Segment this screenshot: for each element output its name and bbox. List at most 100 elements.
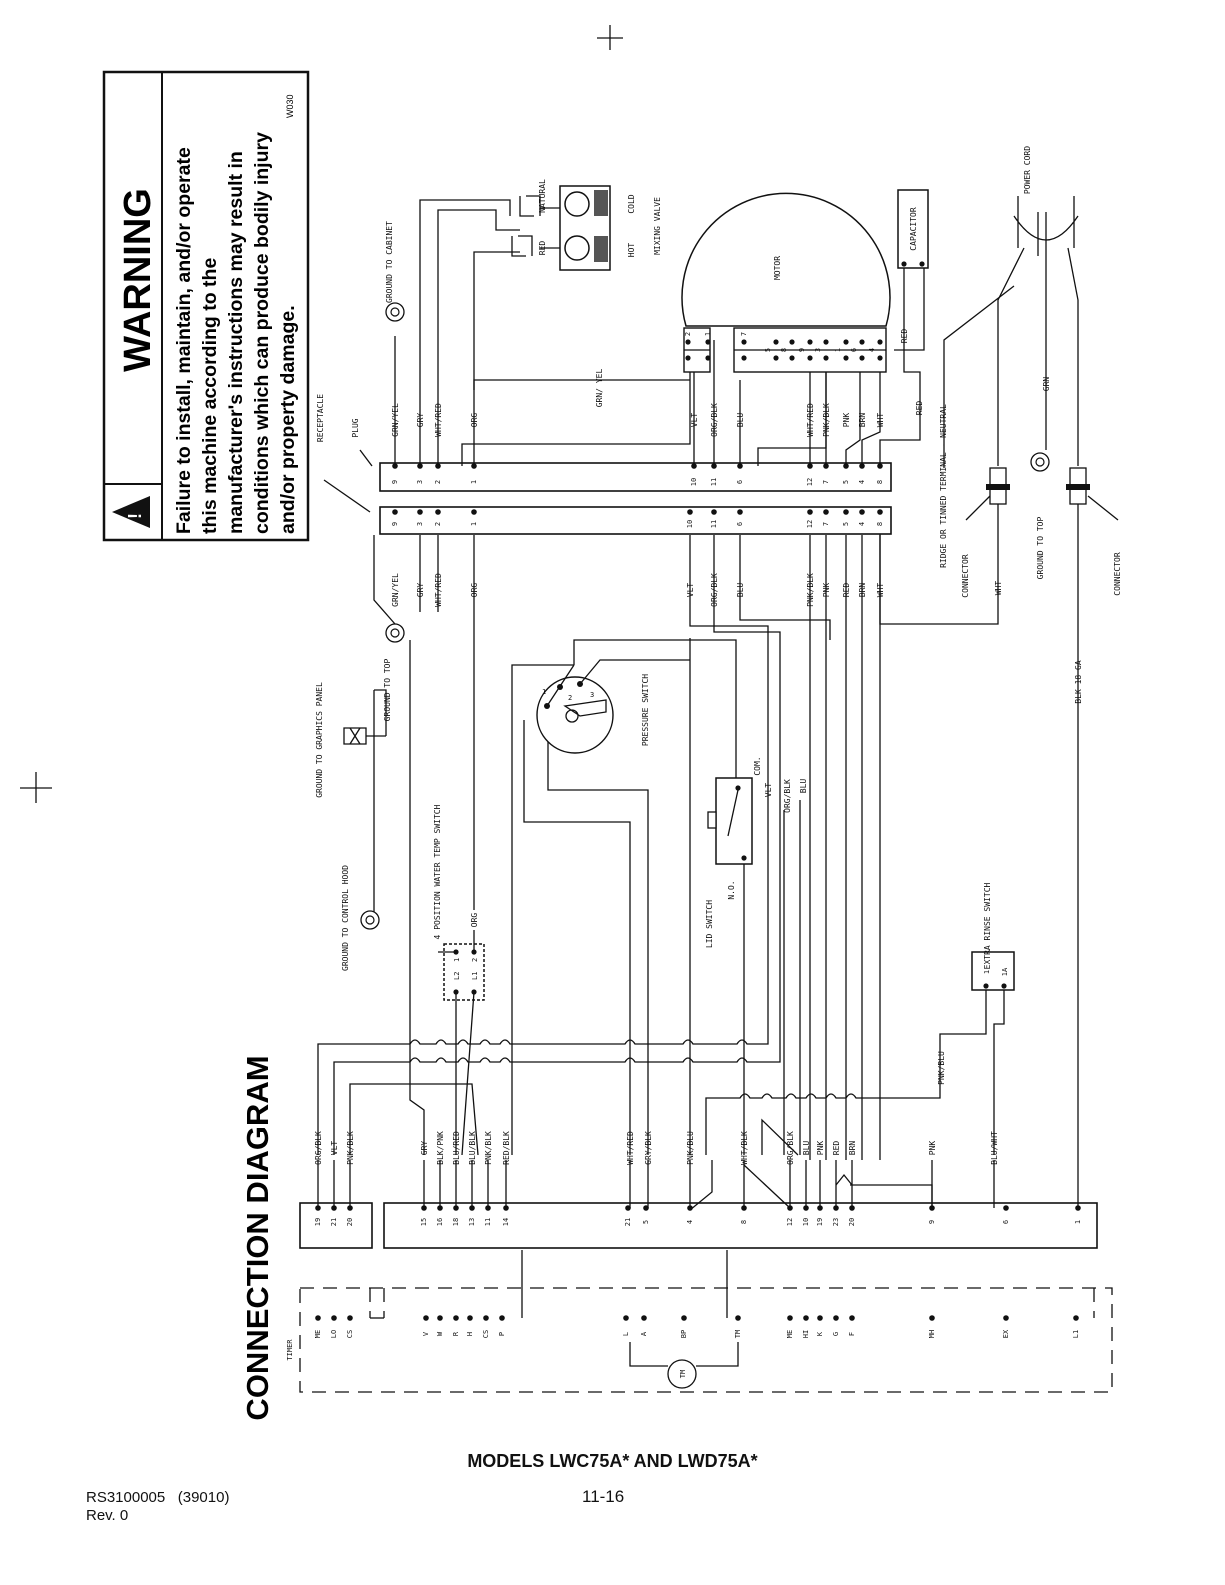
connector-pin-label: 8 (740, 1220, 748, 1224)
motor-terminal-dot (859, 355, 865, 361)
pressure-terminal-2: 2 (568, 694, 572, 702)
receptacle-wire-label: BLU (736, 583, 745, 598)
valve-natural-label: NATURAL (538, 179, 547, 213)
timer-terminal-label: W (436, 1331, 444, 1336)
connector-pin-label: 9 (928, 1220, 936, 1224)
motor-terminal-label: 1 (834, 348, 842, 352)
timer-terminal-label: H (466, 1332, 474, 1336)
timer-terminal-label: F (848, 1332, 856, 1336)
plug-pin-label: 12 (806, 478, 814, 486)
ground-top-right-label: GROUND TO TOP (1036, 517, 1045, 580)
receptacle-pin-label: 11 (710, 520, 718, 528)
warning-line-3: manufacturer's instructions may result i… (225, 151, 247, 534)
motor-terminal-dot (877, 339, 883, 345)
receptacle-pin-label: 9 (391, 522, 399, 526)
connector-pin-label: 5 (642, 1220, 650, 1224)
motor-terminal-dot (773, 339, 779, 345)
timer-terminal-label: P (498, 1332, 506, 1336)
lid-switch: COM. N.O. LID SWITCH VLT ORG/BLK BLU (705, 756, 808, 1155)
timer-terminal-label: ME (786, 1330, 794, 1338)
receptacle-pin-label: 4 (858, 522, 866, 526)
plug-wire-label: BRN (858, 413, 867, 428)
valve-coil-icon-2 (564, 235, 590, 261)
motor-terminal-dot (741, 339, 747, 345)
rinse-terminal-1a: 1A (1001, 967, 1009, 976)
connector-pin-label: 23 (832, 1218, 840, 1226)
timer-terminal-dot (929, 1315, 935, 1321)
plug-pin-label: 10 (690, 478, 698, 486)
document-code: RS3100005 (39010) (86, 1489, 230, 1506)
svg-text:!: ! (125, 513, 145, 519)
extra-rinse-label: EXTRA RINSE SWITCH (983, 882, 992, 969)
ground-graphics-label: GROUND TO GRAPHICS PANEL (315, 682, 324, 798)
plug-pin-label: 7 (822, 480, 830, 484)
connector-pin-label: 21 (330, 1218, 338, 1226)
motor-terminal-dot (843, 339, 849, 345)
timer-wire-label: BRN (848, 1141, 857, 1156)
motor-terminal-dot (773, 355, 779, 361)
motor-terminal-dot (789, 339, 795, 345)
receptacle-pin-dot (711, 509, 717, 515)
lid-orgblk-label: ORG/BLK (783, 779, 792, 813)
timer-terminal-dot (347, 1315, 353, 1321)
lid-blu-label: BLU (799, 779, 808, 794)
timer-terminal-dot (315, 1315, 321, 1321)
motor-terminal-label: 7 (740, 332, 748, 336)
connector-pin-label: 19 (816, 1218, 824, 1226)
motor-terminal-dot (843, 355, 849, 361)
receptacle-pin-dot (687, 509, 693, 515)
receptacle-pin-dot (807, 509, 813, 515)
motor-red-label-2: RED (915, 401, 924, 416)
timer-terminal-label: MH (928, 1330, 936, 1338)
connector-pin-label: 1 (1074, 1220, 1082, 1224)
receptacle-wire-label: BRN (858, 583, 867, 598)
upper-wiring (394, 199, 925, 466)
receptacle-wire-label: RED (842, 583, 851, 598)
timer-wire-label: BLK/PNK (436, 1131, 445, 1165)
receptacle-wire-label: PNK/BLK (806, 573, 815, 607)
plug-pin-label: 9 (391, 480, 399, 484)
receptacle-pin-dot (392, 509, 398, 515)
timer-terminal-dot (817, 1315, 823, 1321)
timer-terminal-dot (787, 1315, 793, 1321)
timer-terminal-label: R (452, 1331, 460, 1336)
receptacle-pin-dot (823, 509, 829, 515)
timer-wire-label: PNK (928, 1141, 937, 1156)
connector-pin-label: 16 (436, 1218, 444, 1226)
timer-terminal-dot (641, 1315, 647, 1321)
timer-terminal-label: CS (482, 1330, 490, 1338)
warning-triangle-icon: ! (112, 496, 150, 528)
plug-pin-label: 4 (858, 480, 866, 484)
motor-terminal-label: 3 (814, 348, 822, 352)
receptacle-route (689, 612, 769, 640)
motor-terminal-label: 4 (868, 348, 876, 352)
plug-pin-label: 3 (416, 480, 424, 484)
timer-terminal-dot (437, 1315, 443, 1321)
warning-line-1: Failure to install, maintain, and/or ope… (173, 147, 195, 534)
ground-cabinet: GROUND TO CABINET (385, 221, 405, 322)
receptacle-pin-dot (417, 509, 423, 515)
plug-wire-label: PNK (842, 413, 851, 428)
valve-coil-icon (564, 191, 590, 217)
connector-pin-label: 20 (346, 1218, 354, 1226)
plug-pin-label: 1 (470, 480, 478, 484)
connector-left-label: CONNECTOR (961, 554, 970, 598)
timer-terminal-dot (467, 1315, 473, 1321)
pressure-switch-label: PRESSURE SWITCH (641, 674, 650, 746)
timer-terminal-label: ME (314, 1330, 322, 1338)
motor-terminal-dot (705, 355, 711, 361)
plug-pin-label: 8 (876, 480, 884, 484)
motor-label: MOTOR (773, 256, 782, 280)
receptacle-route (739, 612, 831, 640)
receptacle-pin-dot (737, 509, 743, 515)
pressure-switch: 1 2 3 PRESSURE SWITCH (536, 639, 737, 778)
connector-pin-label: 10 (802, 1218, 810, 1226)
graphics-panel-clip-icon (343, 727, 367, 745)
receptacle-wire-label: PNK (822, 583, 831, 598)
rinse-pnkblu-label: PNK/BLU (937, 1051, 946, 1085)
temp-terminal-l2: L2 (453, 972, 461, 980)
